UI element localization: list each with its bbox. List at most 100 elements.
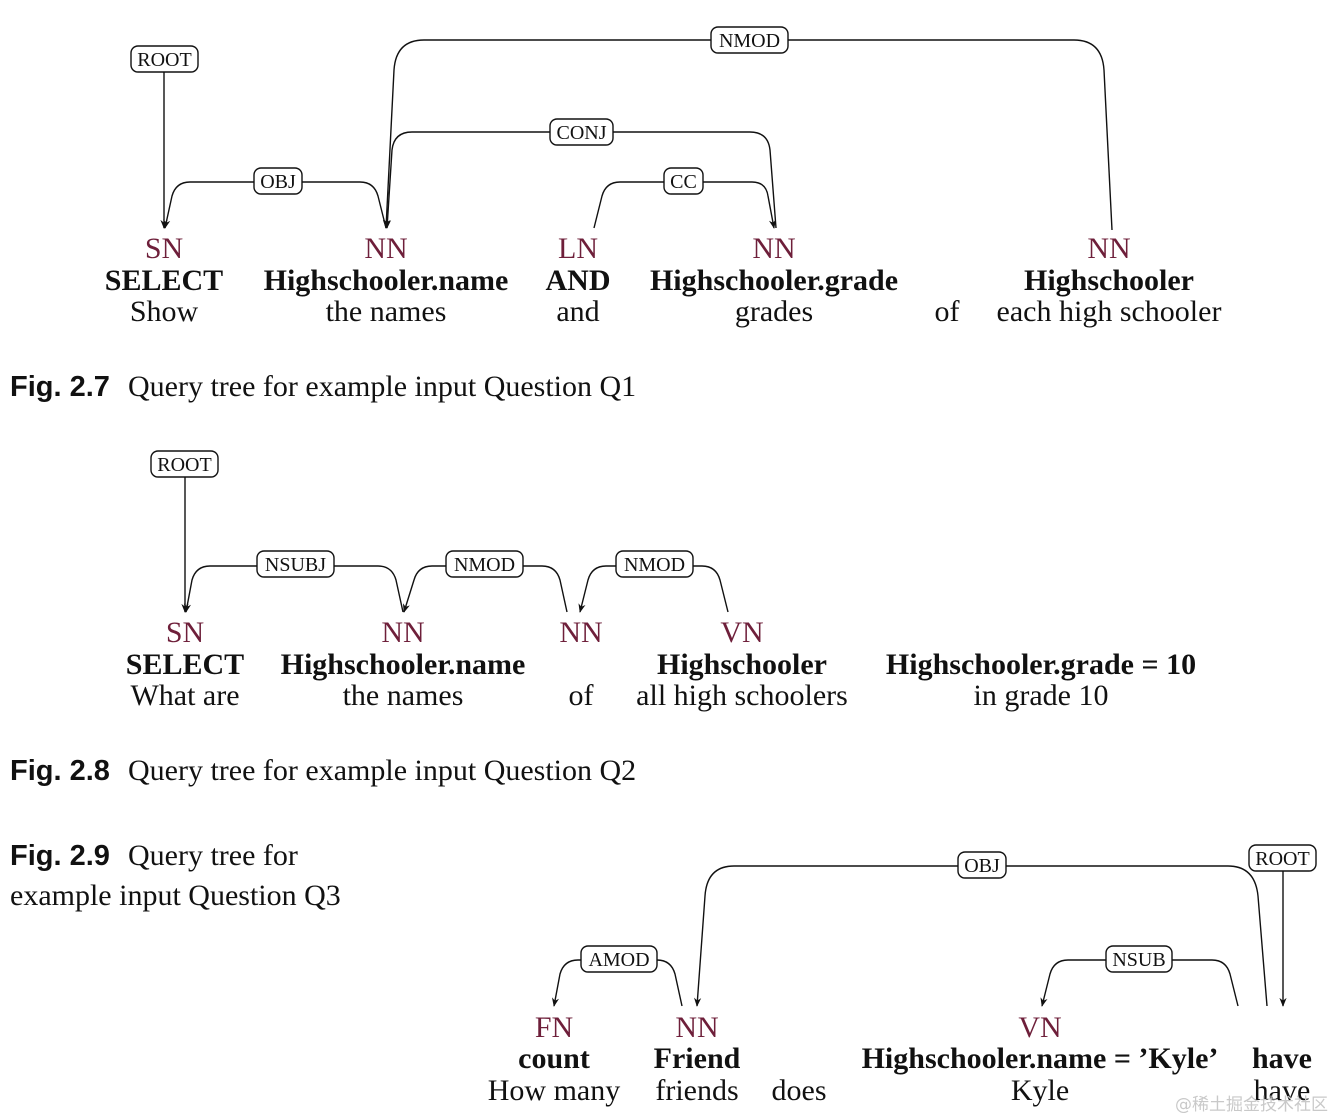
figure-2-7: ROOT OBJ CONJ CC NMOD SN SELECT Show NN … — [10, 26, 1222, 403]
edge-obj-q3 — [693, 865, 1268, 1007]
edge-label-text: NMOD — [624, 554, 685, 576]
edge-label-text: CONJ — [556, 122, 606, 144]
edge-label-text: ROOT — [1255, 848, 1309, 870]
word-label: the names — [343, 679, 464, 712]
word-label: and — [556, 295, 599, 328]
caption-text: Query tree for example input Question Q2 — [128, 754, 636, 787]
word-label: have — [1254, 1074, 1311, 1107]
edge-label-text: AMOD — [588, 949, 649, 971]
figure-caption: Fig. 2.7 Query tree for example input Qu… — [10, 370, 636, 403]
edge-label-conj: CONJ — [549, 118, 614, 146]
token-does: does — [772, 1074, 827, 1107]
pos-tag: VN — [1018, 1011, 1061, 1044]
pos-tag: NN — [675, 1011, 718, 1044]
word-label: Kyle — [1011, 1074, 1069, 1107]
node-label: Highschooler.name — [264, 264, 509, 297]
pos-tag: NN — [364, 232, 407, 265]
token-have: have have — [1252, 1042, 1312, 1107]
node-label: Highschooler.name — [281, 648, 526, 681]
edge-label-text: NMOD — [454, 554, 515, 576]
caption-label: Fig. 2.7 — [10, 371, 110, 403]
token-and: LN AND and — [546, 232, 611, 328]
pos-tag: NN — [559, 616, 602, 649]
edge-label-cc: CC — [663, 167, 704, 195]
edge-label-nsub: NSUB — [1105, 945, 1173, 973]
pos-tag: FN — [535, 1011, 573, 1044]
node-label: Highschooler.grade = 10 — [886, 648, 1196, 681]
pos-tag: LN — [558, 232, 598, 265]
edge-label-root: ROOT — [130, 45, 199, 73]
edge-label-text: NSUBJ — [265, 554, 326, 576]
word-label: of — [569, 679, 594, 712]
node-label: Highschooler — [657, 648, 827, 681]
token-what-are: SN SELECT What are — [126, 616, 244, 712]
caption-text: Query tree for example input Question Q1 — [128, 370, 636, 403]
token-kyle: VN Highschooler.name = ’Kyle’ Kyle — [862, 1011, 1219, 1107]
edge-label-root: ROOT — [150, 450, 219, 478]
node-label: Friend — [654, 1042, 741, 1075]
figure-caption: Fig. 2.9 Query tree for example input Qu… — [10, 839, 341, 912]
node-label: SELECT — [126, 648, 244, 681]
node-label: Highschooler.name = ’Kyle’ — [862, 1042, 1219, 1075]
word-label: the names — [326, 295, 447, 328]
pos-tag: NN — [1087, 232, 1130, 265]
edge-label-root: ROOT — [1248, 844, 1317, 872]
token-the-names: NN Highschooler.name the names — [264, 232, 509, 328]
figure-caption: Fig. 2.8 Query tree for example input Qu… — [10, 754, 636, 787]
edge-label-text: NMOD — [719, 30, 780, 52]
figure-2-8: ROOT NSUBJ NMOD NMOD SN SELECT What are … — [10, 450, 1196, 787]
word-label: all high schoolers — [636, 679, 848, 712]
word-label: grades — [735, 295, 813, 328]
caption-label: Fig. 2.8 — [10, 755, 110, 787]
node-label: have — [1252, 1042, 1312, 1075]
node-label: SELECT — [105, 264, 223, 297]
edge-label-text: CC — [670, 171, 697, 193]
edge-label-nsubj: NSUBJ — [256, 550, 335, 578]
pos-tag: NN — [752, 232, 795, 265]
edge-nmod-q1 — [382, 39, 1113, 231]
word-label: each high schooler — [997, 295, 1222, 328]
node-label: Highschooler.grade — [650, 264, 898, 297]
figure-2-9: ROOT AMOD OBJ NSUB FN count How many NN … — [10, 839, 1317, 1107]
node-label: Highschooler — [1024, 264, 1194, 297]
word-label: How many — [488, 1074, 620, 1107]
word-label: of — [935, 295, 960, 328]
edge-label-text: NSUB — [1112, 949, 1165, 971]
word-label: friends — [655, 1074, 738, 1107]
token-show: SN SELECT Show — [105, 232, 223, 328]
node-label: count — [518, 1042, 590, 1075]
pos-tag: VN — [720, 616, 763, 649]
edge-label-text: OBJ — [964, 855, 1000, 877]
token-how-many: FN count How many — [488, 1011, 620, 1107]
token-grades: NN Highschooler.grade grades — [650, 232, 898, 328]
edge-conj-q1 — [383, 131, 777, 229]
node-label: AND — [546, 264, 611, 297]
word-label: in grade 10 — [974, 679, 1109, 712]
pos-tag: SN — [145, 232, 183, 265]
pos-tag: NN — [381, 616, 424, 649]
caption-text-line2: example input Question Q3 — [10, 879, 341, 912]
token-all-high-schoolers: VN Highschooler all high schoolers — [636, 616, 848, 712]
edge-label-text: ROOT — [157, 454, 211, 476]
token-each-high-schooler: NN Highschooler each high schooler — [997, 232, 1222, 328]
word-label: What are — [130, 679, 239, 712]
word-label: does — [772, 1074, 827, 1107]
token-the-names: NN Highschooler.name the names — [281, 616, 526, 712]
edge-label-text: ROOT — [137, 49, 191, 71]
token-of: NN of — [559, 616, 602, 712]
token-friends: NN Friend friends — [654, 1011, 741, 1107]
token-in-grade-10: Highschooler.grade = 10 in grade 10 — [886, 648, 1196, 712]
edge-label-nmod: NMOD — [710, 26, 789, 54]
pos-tag: SN — [166, 616, 204, 649]
caption-text-line1: Query tree for — [128, 839, 298, 872]
edge-label-obj: OBJ — [957, 851, 1007, 879]
token-of: of — [935, 295, 960, 328]
edge-label-nmod: NMOD — [615, 550, 694, 578]
edge-label-text: OBJ — [260, 171, 296, 193]
edge-label-nmod: NMOD — [445, 550, 524, 578]
edge-label-amod: AMOD — [580, 945, 658, 973]
caption-label: Fig. 2.9 — [10, 840, 110, 872]
edge-label-obj: OBJ — [253, 167, 303, 195]
